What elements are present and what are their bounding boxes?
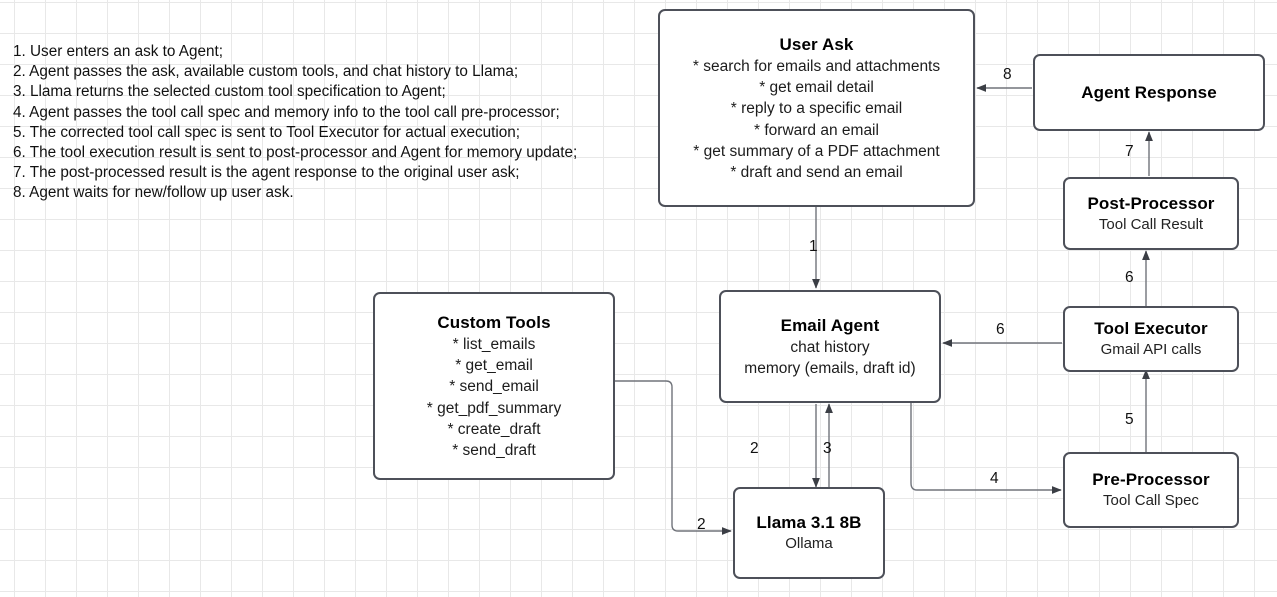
node-custom-tools-title: Custom Tools [437,313,551,333]
edge-label-2a: 2 [750,440,759,457]
edge-label-8: 8 [1003,66,1012,83]
node-tool-executor-title: Tool Executor [1094,319,1208,339]
node-agent-response-title: Agent Response [1081,82,1217,102]
node-user-ask-title: User Ask [779,35,854,55]
node-agent-response[interactable]: Agent Response [1033,54,1265,131]
node-pre-processor-title: Pre-Processor [1092,470,1210,490]
user-ask-item-4: * forward an email [754,121,879,139]
custom-tools-item-5: * create_draft [447,420,541,438]
node-email-agent[interactable]: Email Agent chat history memory (emails,… [719,290,941,403]
legend-step-1: 1. User enters an ask to Agent; [13,43,224,60]
edge-label-5: 5 [1125,411,1134,428]
edge-label-1: 1 [809,238,818,255]
edge-2b-path [615,380,732,535]
node-tool-executor-subtitle: Gmail API calls [1100,341,1202,359]
node-user-ask[interactable]: User Ask * search for emails and attachm… [658,9,975,207]
legend-step-6: 6. The tool execution result is sent to … [13,144,578,162]
custom-tools-item-4: * get_pdf_summary [426,399,562,417]
edge-label-3: 3 [823,440,832,457]
legend-step-8: 8. Agent waits for new/follow up user as… [13,184,294,202]
edge-label-4: 4 [990,470,999,487]
node-llama[interactable]: Llama 3.1 8B Ollama [733,487,885,579]
legend-step-2: 2. Agent passes the ask, available custo… [13,63,519,81]
node-post-processor-subtitle: Tool Call Result [1098,215,1204,233]
edge-label-6a: 6 [1125,269,1134,286]
email-agent-item-1: chat history [790,338,870,356]
node-llama-title: Llama 3.1 8B [756,513,862,533]
user-ask-item-2: * get email detail [759,79,874,97]
custom-tools-item-6: * send_draft [452,441,536,459]
node-pre-processor-subtitle: Tool Call Spec [1103,492,1199,510]
node-llama-subtitle: Ollama [785,535,833,553]
custom-tools-item-2: * get_email [455,357,533,375]
legend-step-7: 7. The post-processed result is the agen… [13,164,520,182]
edge-label-2b: 2 [697,516,706,533]
user-ask-item-6: * draft and send an email [730,163,903,181]
edge-label-7: 7 [1125,143,1134,160]
node-tool-executor[interactable]: Tool Executor Gmail API calls [1063,306,1239,372]
node-email-agent-title: Email Agent [780,315,880,335]
node-post-processor[interactable]: Post-Processor Tool Call Result [1063,177,1239,250]
node-post-processor-title: Post-Processor [1087,193,1215,213]
node-email-agent-lines: chat history memory (emails, draft id) [744,337,915,379]
legend-steps: 1. User enters an ask to Agent; 2. Agent… [13,42,577,204]
node-user-ask-lines: * search for emails and attachments * ge… [693,56,940,182]
edge-label-6b: 6 [996,321,1005,338]
edge-4-path [910,402,1062,494]
legend-step-3: 3. Llama returns the selected custom too… [13,83,446,101]
user-ask-item-5: * get summary of a PDF attachment [693,142,940,160]
legend-step-5: 5. The corrected tool call spec is sent … [13,123,521,141]
custom-tools-item-1: * list_emails [452,336,536,354]
node-custom-tools-lines: * list_emails * get_email * send_email *… [427,334,561,460]
custom-tools-item-3: * send_email [449,378,539,396]
node-custom-tools[interactable]: Custom Tools * list_emails * get_email *… [373,292,615,480]
node-pre-processor[interactable]: Pre-Processor Tool Call Spec [1063,452,1239,528]
user-ask-item-3: * reply to a specific email [730,100,903,118]
email-agent-item-2: memory (emails, draft id) [744,360,916,378]
user-ask-item-1: * search for emails and attachments [692,58,941,76]
legend-step-4: 4. Agent passes the tool call spec and m… [13,103,560,121]
